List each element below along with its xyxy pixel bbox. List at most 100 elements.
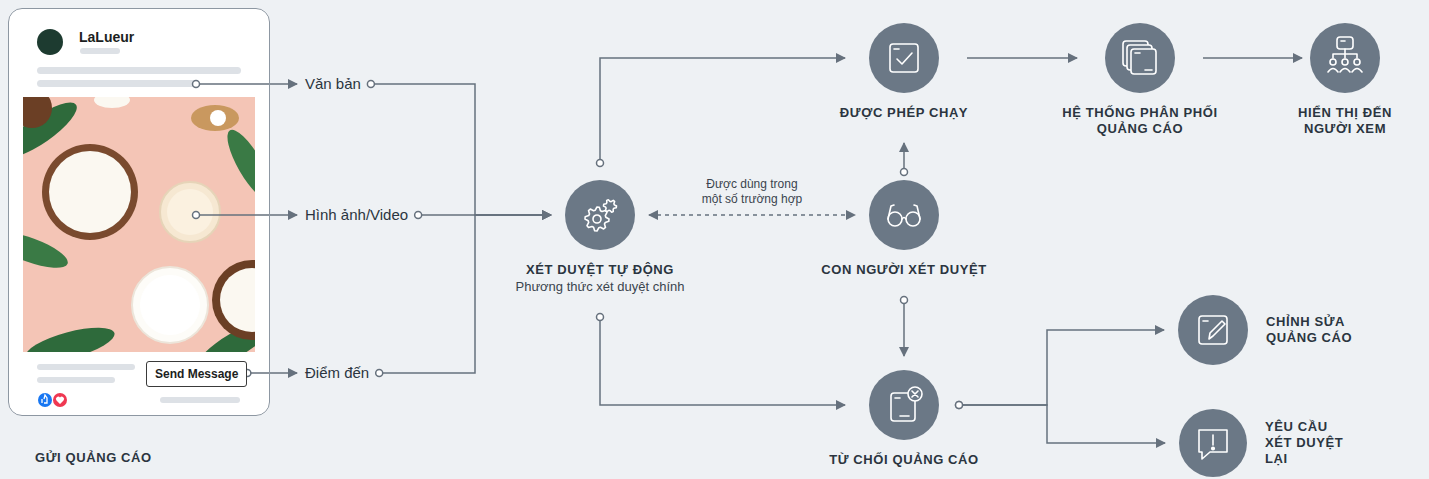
flow-arrow xyxy=(247,372,297,374)
leaf xyxy=(220,124,255,205)
step-node: CHỈNH SỬA QUẢNG CÁO xyxy=(1178,295,1366,365)
node-title: CHỈNH SỬA QUẢNG CÁO xyxy=(1266,314,1366,346)
connector-dot xyxy=(597,160,604,167)
icon-stroke xyxy=(1337,37,1353,49)
step-icon xyxy=(869,180,939,250)
node-title: Hình ảnh/Video xyxy=(305,205,408,225)
icon-stroke xyxy=(1333,49,1357,58)
edge-label: Được dùng trong một số trường hợp xyxy=(695,177,809,207)
icon-stroke xyxy=(897,53,912,64)
flow-arrow xyxy=(600,317,845,405)
step-node: XÉT DUYỆT TỰ ĐỘNGPhương thức xét duyệt c… xyxy=(495,180,705,295)
icon-stroke xyxy=(1330,59,1336,65)
node-title: XÉT DUYỆT TỰ ĐỘNG xyxy=(495,262,705,278)
connector-dot xyxy=(597,314,604,321)
icon-circle xyxy=(1105,23,1175,93)
step-icon xyxy=(1105,23,1175,93)
flow-arrow xyxy=(903,143,905,172)
leaf xyxy=(23,321,118,352)
connector-dot xyxy=(193,81,200,88)
icon-stroke xyxy=(1145,69,1152,71)
placeholder-bar xyxy=(80,48,120,54)
icon-symbol xyxy=(1328,37,1362,72)
flow-arrow xyxy=(903,300,905,356)
icon-symbol xyxy=(891,387,922,421)
placeholder-bar xyxy=(160,397,240,403)
icon-stroke xyxy=(1135,52,1140,54)
step-icon xyxy=(1179,409,1247,477)
cream-jar xyxy=(160,182,220,242)
section-heading: GỬI QUẢNG CÁO xyxy=(35,450,152,465)
brand-logo xyxy=(37,29,63,55)
icon-stroke xyxy=(1209,321,1225,339)
cream-jar-top xyxy=(167,189,213,235)
wooden-spoon xyxy=(191,105,239,131)
ad-image xyxy=(23,97,255,352)
node-title: HỆ THỐNG PHÂN PHỐI QUẢNG CÁO xyxy=(1055,105,1225,137)
icon-stroke xyxy=(1354,59,1360,65)
icon-circle xyxy=(1179,409,1247,477)
icon-stroke xyxy=(1203,320,1208,322)
content-label: Điểm đến xyxy=(305,363,369,383)
connector-dot xyxy=(367,81,374,88)
coconut-flesh xyxy=(49,151,131,233)
step-node: HỆ THỐNG PHÂN PHỐI QUẢNG CÁO xyxy=(1055,23,1225,137)
like-symbol xyxy=(42,395,47,403)
connector-dot xyxy=(956,402,963,409)
node-title: ĐƯỢC PHÉP CHẠY xyxy=(819,105,989,121)
connector-dot xyxy=(415,212,422,219)
icon-circle xyxy=(869,23,939,93)
ad-card: LaLueurSend Message xyxy=(8,8,270,416)
cream-jar-top xyxy=(140,275,200,335)
node-title: YÊU CẦU XÉT DUYỆT LẠI xyxy=(1265,419,1353,467)
flow-arrow xyxy=(196,83,297,85)
node-title: Văn bản xyxy=(305,74,361,94)
dashed-connector xyxy=(649,214,855,216)
placeholder-bar xyxy=(37,80,196,87)
node-title: LaLueur xyxy=(79,29,134,46)
placeholder-bar xyxy=(37,364,135,370)
icon-stroke xyxy=(1212,447,1215,450)
icon-stroke xyxy=(1341,40,1345,42)
step-icon xyxy=(869,370,939,440)
icon-stroke xyxy=(900,415,909,417)
step-node: CON NGƯỜI XÉT DUYỆT xyxy=(804,180,1004,278)
node-title: CON NGƯỜI XÉT DUYỆT xyxy=(804,262,1004,278)
icon-stroke xyxy=(902,218,906,220)
placeholder-bar xyxy=(37,67,241,74)
coconut-half xyxy=(212,260,255,340)
icon-symbol xyxy=(1199,316,1227,344)
cream xyxy=(210,110,226,126)
icon-stroke xyxy=(888,212,902,226)
node-title: TỪ CHỐI QUẢNG CÁO xyxy=(809,452,999,468)
icon-stroke xyxy=(888,205,894,219)
placeholder-bar xyxy=(37,377,115,383)
icon-stroke xyxy=(895,397,900,399)
icon-stroke xyxy=(1199,430,1227,459)
icon-stroke xyxy=(604,200,617,213)
node-title: HIỂN THỊ ĐẾN NGƯỜI XEM xyxy=(1286,105,1404,137)
step-node: YÊU CẦU XÉT DUYỆT LẠI xyxy=(1179,409,1353,477)
icon-stroke xyxy=(1131,49,1156,74)
coconut-flesh xyxy=(220,268,255,332)
connector-dot xyxy=(901,169,908,176)
connector-dot xyxy=(193,212,200,219)
icon-stroke xyxy=(912,391,918,397)
step-node: ĐƯỢC PHÉP CHẠY xyxy=(819,23,989,121)
icon-symbol xyxy=(888,205,920,226)
like-reaction xyxy=(38,393,52,407)
node-subtitle: Phương thức xét duyệt chính xyxy=(495,278,705,295)
icon-symbol xyxy=(585,200,617,231)
icon-stroke xyxy=(1342,59,1348,65)
icon-stroke xyxy=(1328,69,1362,73)
icon-symbol xyxy=(890,44,918,72)
icon-circle xyxy=(869,370,939,440)
flow-arrow xyxy=(959,405,1165,443)
coconut-shell xyxy=(23,97,52,128)
step-icon xyxy=(1310,23,1380,93)
icon-stroke xyxy=(1199,316,1227,344)
flow-arrow xyxy=(371,84,551,215)
icon-circle xyxy=(869,180,939,250)
